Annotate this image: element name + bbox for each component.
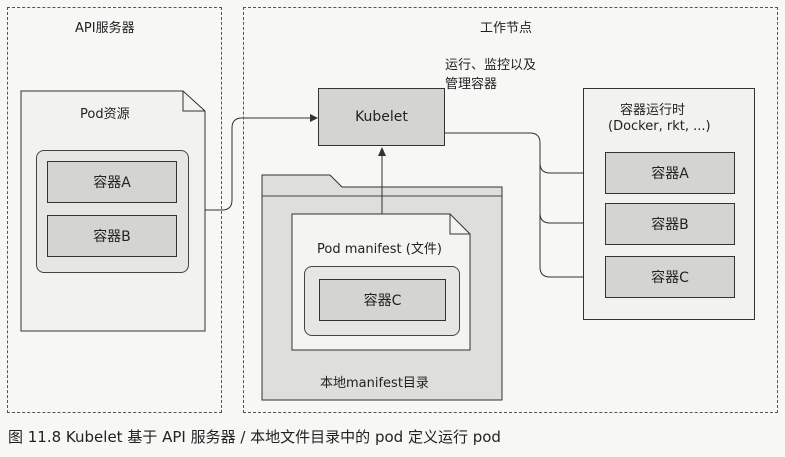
pod-resource-title: Pod资源 [80, 107, 130, 122]
runtime-title-line2: (Docker, rkt, ...) [608, 119, 711, 134]
runtime-container-a: 容器A [605, 152, 735, 194]
arrow-api-to-kubelet [205, 117, 312, 211]
figure-caption: 图 11.8 Kubelet 基于 API 服务器 / 本地文件目录中的 pod… [8, 428, 501, 446]
worker-node-region [243, 7, 778, 413]
kubelet-box: Kubelet [318, 88, 445, 146]
manifest-container-c: 容器C [319, 279, 446, 321]
kubelet-note-line2: 管理容器 [445, 77, 498, 92]
kubelet-note-line1: 运行、监控以及 [445, 58, 537, 73]
runtime-container-c: 容器C [605, 256, 735, 298]
manifest-title: Pod manifest (文件) [317, 242, 442, 257]
pod-container-a: 容器A [47, 161, 177, 203]
local-manifest-dir-label: 本地manifest目录 [320, 376, 429, 391]
arrow-kubelet-to-c [539, 213, 598, 278]
pod-container-b: 容器B [47, 215, 177, 257]
runtime-title-line1: 容器运行时 [620, 103, 686, 118]
runtime-container-b: 容器B [605, 203, 735, 245]
api-server-title: API服务器 [75, 21, 135, 36]
arrow-kubelet-to-a [445, 132, 598, 174]
worker-node-title: 工作节点 [480, 21, 533, 36]
api-server-region [7, 7, 222, 413]
